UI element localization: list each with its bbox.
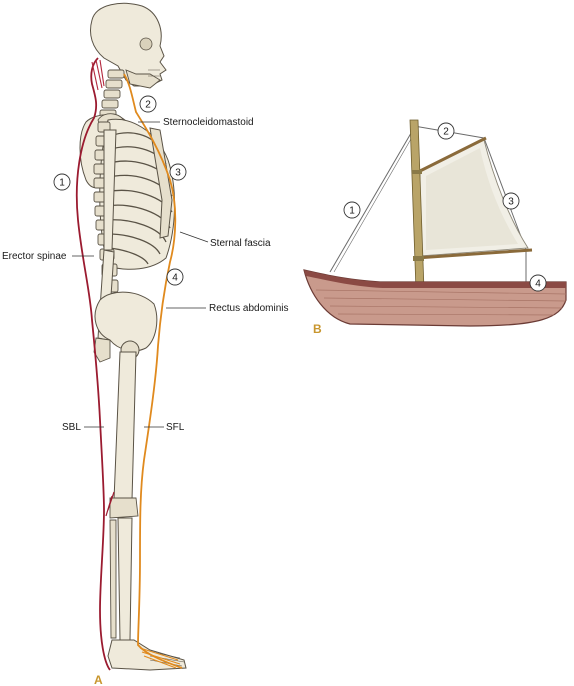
svg-text:1: 1 (349, 206, 355, 217)
panel-b-marker-2: 2 (437, 122, 455, 140)
sfl-foot-fibers (139, 647, 181, 669)
svg-text:4: 4 (172, 273, 178, 284)
label-sternocleidomastoid: Sternocleidomastoid (163, 117, 254, 128)
panel-a-marker-4: 4 (166, 268, 184, 286)
jaw (125, 69, 161, 89)
panel-a-marker-3: 3 (169, 163, 187, 181)
panel-a-marker-2: 2 (139, 95, 157, 113)
panel-b-marker-4: 4 (529, 274, 547, 292)
label-sfl: SFL (166, 422, 185, 433)
label-erector-spinae: Erector spinae (2, 251, 67, 262)
superficial-back-line (75, 57, 111, 671)
skeleton-figure (79, 2, 187, 671)
boom (415, 248, 533, 260)
superficial-front-line (123, 73, 183, 669)
boat-figure (303, 119, 567, 327)
skull (90, 2, 167, 87)
hull-planks (315, 289, 567, 316)
sbl-lower-fibers (105, 491, 115, 517)
svg-text:2: 2 (443, 127, 449, 138)
svg-text:3: 3 (175, 168, 181, 179)
gaff (417, 136, 487, 174)
panel-label-a: A (94, 673, 103, 686)
svg-text:1: 1 (59, 178, 65, 189)
svg-text:3: 3 (508, 197, 514, 208)
panel-label-b: B (313, 322, 322, 336)
sbl-neck-fibers (91, 59, 105, 91)
cervical-spine (99, 69, 125, 119)
humerus (103, 129, 117, 251)
mast-band-1 (412, 170, 422, 174)
mast-band-2 (413, 256, 424, 261)
fibula (109, 519, 117, 639)
backstay (483, 137, 527, 251)
teeth (148, 69, 160, 77)
panel-a-marker-1: 1 (53, 173, 71, 191)
hull-gunwale (304, 270, 566, 288)
label-sternal-fascia: Sternal fascia (210, 238, 271, 249)
panel-b-marker-1: 1 (343, 201, 361, 219)
sail-shading (426, 148, 518, 250)
femur (113, 351, 137, 501)
eye-socket (139, 37, 153, 51)
label-rectus-abdominis: Rectus abdominis (209, 303, 288, 314)
forestay-2 (333, 131, 416, 273)
tibia (117, 517, 133, 641)
panel-a-leaders (72, 121, 209, 428)
pelvis (94, 291, 158, 352)
panel-b-marker-3: 3 (502, 192, 520, 210)
forestay (329, 127, 415, 273)
svg-text:4: 4 (535, 279, 541, 290)
label-sbl: SBL (62, 422, 81, 433)
knee (109, 497, 139, 519)
svg-text:2: 2 (145, 100, 151, 111)
sternum (149, 127, 173, 239)
